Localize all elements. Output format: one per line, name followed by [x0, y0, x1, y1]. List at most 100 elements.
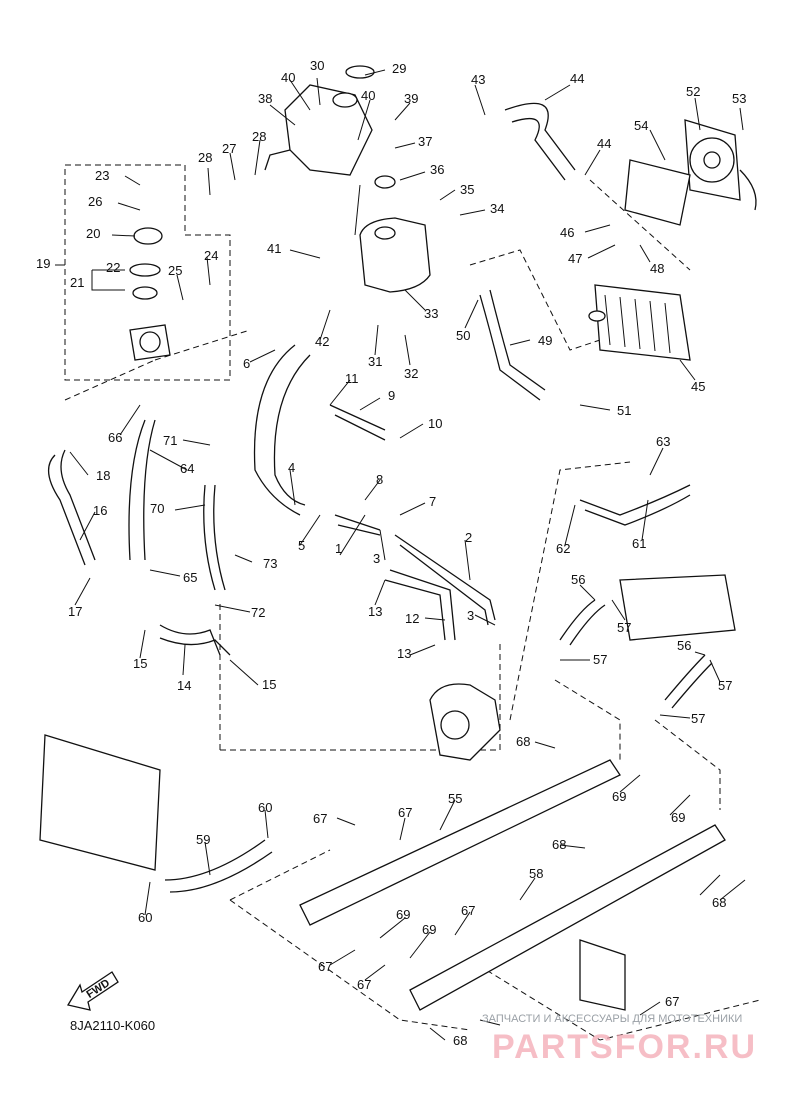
- callout-67: 67: [313, 811, 327, 826]
- callout-49: 49: [538, 333, 552, 348]
- water-pump: [429, 683, 501, 761]
- callout-55: 55: [448, 791, 462, 806]
- callout-70: 70: [150, 501, 164, 516]
- callout-65: 65: [183, 570, 197, 585]
- callout-46: 46: [560, 225, 574, 240]
- callout-27: 27: [222, 141, 236, 156]
- callout-26: 26: [88, 194, 102, 209]
- callout-12: 12: [405, 611, 419, 626]
- callout-68: 68: [516, 734, 530, 749]
- callout-60: 60: [138, 910, 152, 925]
- hoses: [48, 289, 713, 893]
- callout-67: 67: [461, 903, 475, 918]
- callout-16: 16: [93, 503, 107, 518]
- callout-62: 62: [556, 541, 570, 556]
- callout-15: 15: [133, 656, 147, 671]
- callout-57: 57: [617, 620, 631, 635]
- callout-67: 67: [318, 959, 332, 974]
- callout-38: 38: [258, 91, 272, 106]
- callout-29: 29: [392, 61, 406, 76]
- callout-8: 8: [376, 472, 383, 487]
- callout-69: 69: [671, 810, 685, 825]
- callout-labels: 1233456789101112131314151516171819202122…: [36, 58, 746, 1048]
- callout-61: 61: [632, 536, 646, 551]
- fwd-arrow: FWD: [66, 971, 119, 1011]
- callout-71: 71: [163, 433, 177, 448]
- callout-67: 67: [398, 805, 412, 820]
- callout-9: 9: [388, 388, 395, 403]
- diagram-code: 8JA2110-K060: [70, 1018, 155, 1033]
- callout-68: 68: [712, 895, 726, 910]
- callout-67: 67: [357, 977, 371, 992]
- callout-31: 31: [368, 354, 382, 369]
- callout-63: 63: [656, 434, 670, 449]
- callout-43: 43: [471, 72, 485, 87]
- callout-13: 13: [368, 604, 382, 619]
- watermark-brand: PARTSFOR.RU: [492, 1028, 757, 1066]
- callout-15: 15: [262, 677, 276, 692]
- callout-68: 68: [453, 1033, 467, 1048]
- callout-69: 69: [396, 907, 410, 922]
- callout-44: 44: [597, 136, 611, 151]
- callout-11: 11: [345, 371, 359, 386]
- callout-66: 66: [108, 430, 122, 445]
- callout-21: 21: [70, 275, 84, 290]
- callout-41: 41: [267, 241, 281, 256]
- callout-72: 72: [251, 605, 265, 620]
- callout-17: 17: [68, 604, 82, 619]
- callout-14: 14: [177, 678, 191, 693]
- callout-42: 42: [315, 334, 329, 349]
- callout-7: 7: [429, 494, 436, 509]
- callout-3: 3: [373, 551, 380, 566]
- callout-5: 5: [298, 538, 305, 553]
- group-brackets: [55, 264, 125, 291]
- callout-73: 73: [263, 556, 277, 571]
- callout-57: 57: [593, 652, 607, 667]
- callout-36: 36: [430, 162, 444, 177]
- callout-18: 18: [96, 468, 110, 483]
- callout-69: 69: [422, 922, 436, 937]
- callout-13: 13: [397, 646, 411, 661]
- callout-40: 40: [361, 88, 375, 103]
- callout-28: 28: [198, 150, 212, 165]
- callout-58: 58: [529, 866, 543, 881]
- hose-43: [504, 102, 576, 181]
- fan-assembly: [624, 119, 757, 226]
- callout-33: 33: [424, 306, 438, 321]
- callout-34: 34: [490, 201, 504, 216]
- callout-32: 32: [404, 366, 418, 381]
- callout-54: 54: [634, 118, 648, 133]
- callout-67: 67: [665, 994, 679, 1009]
- callout-68: 68: [552, 837, 566, 852]
- callout-6: 6: [243, 356, 250, 371]
- callout-30: 30: [310, 58, 324, 73]
- callout-3: 3: [467, 608, 474, 623]
- callout-57: 57: [691, 711, 705, 726]
- callout-64: 64: [180, 461, 194, 476]
- callout-40: 40: [281, 70, 295, 85]
- callout-10: 10: [428, 416, 442, 431]
- watermark: ЗАПЧАСТИ И АКСЕССУАРЫ ДЛЯ МОТОТЕХНИКИ PA…: [482, 1013, 757, 1066]
- callout-25: 25: [168, 263, 182, 278]
- cooling-pipes: [39, 574, 736, 1011]
- callout-24: 24: [204, 248, 218, 263]
- group-outlines: [64, 164, 761, 1041]
- callout-39: 39: [404, 91, 418, 106]
- callout-37: 37: [418, 134, 432, 149]
- callout-51: 51: [617, 403, 631, 418]
- callout-59: 59: [196, 832, 210, 847]
- callout-56: 56: [571, 572, 585, 587]
- callout-69: 69: [612, 789, 626, 804]
- callout-60: 60: [258, 800, 272, 815]
- callout-2: 2: [465, 530, 472, 545]
- callout-45: 45: [691, 379, 705, 394]
- callout-20: 20: [86, 226, 100, 241]
- callout-52: 52: [686, 84, 700, 99]
- callout-4: 4: [288, 460, 295, 475]
- callout-23: 23: [95, 168, 109, 183]
- radiator: [588, 284, 691, 361]
- callout-53: 53: [732, 91, 746, 106]
- callout-50: 50: [456, 328, 470, 343]
- callout-48: 48: [650, 261, 664, 276]
